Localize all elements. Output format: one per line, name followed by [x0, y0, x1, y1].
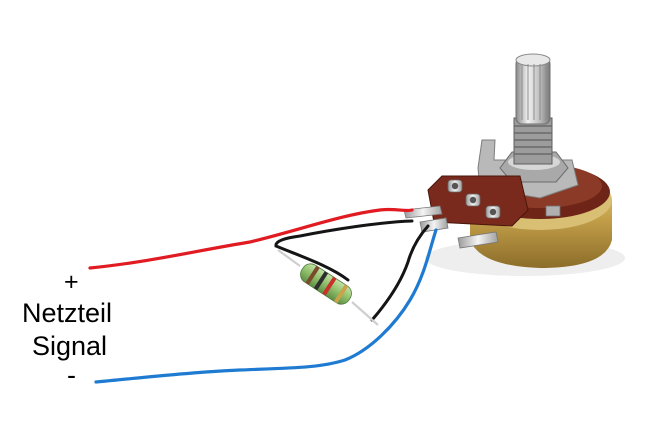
plus-label: +	[64, 268, 79, 296]
resistor-icon	[277, 249, 379, 326]
minus-label: -	[67, 360, 76, 390]
wire-black	[274, 219, 430, 322]
wire-red	[88, 207, 414, 270]
signal-label: Signal	[32, 331, 108, 361]
netzteil-label: Netzteil	[22, 298, 113, 328]
wire-blue	[94, 228, 438, 384]
potentiometer-icon	[403, 53, 612, 268]
